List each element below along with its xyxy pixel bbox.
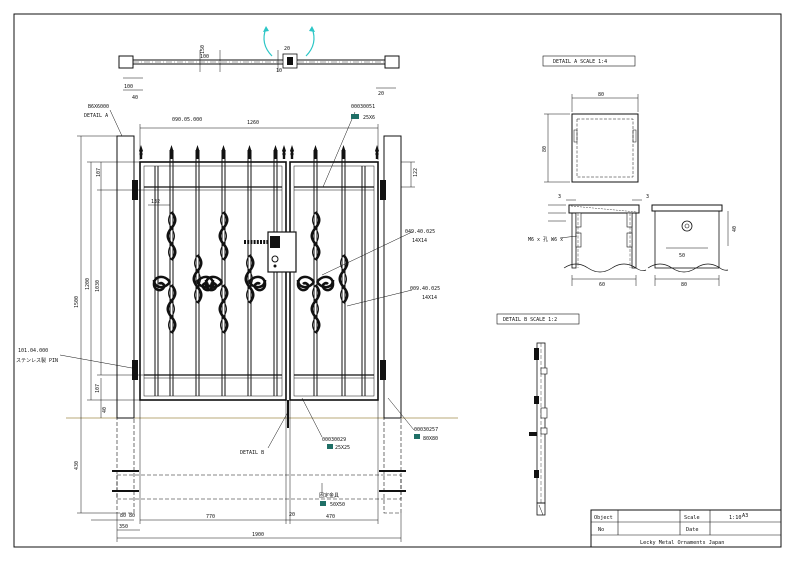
- gate-front-view: B6X6000 DETAIL A 090.05.000 1260 0003005…: [16, 104, 458, 542]
- label-pin: ステンレス製 PIN: [16, 357, 58, 364]
- dim-1030-v: 1030: [95, 280, 101, 292]
- dim-1900: 1900: [252, 532, 264, 538]
- label-part-top-size: 25X6: [363, 115, 375, 121]
- detail-a-title: DETAIL A SCALE 1:4: [553, 59, 607, 65]
- top-dim-40: 40: [132, 95, 138, 101]
- detail-a-dim-50: 50: [679, 253, 685, 259]
- title-scale-value: 1:10: [729, 515, 742, 521]
- hinge: [380, 360, 386, 380]
- detail-a-dim-80-bottom: 80: [681, 282, 687, 288]
- dim-107-top: 107: [96, 168, 102, 177]
- dim-470: 470: [326, 514, 335, 520]
- label-detail-b: DETAIL B: [240, 450, 264, 456]
- part-tag: [351, 114, 359, 119]
- dim-80-80: 80 80: [120, 513, 135, 519]
- dim-rail-width: 1260: [247, 120, 259, 126]
- top-dim-20: 20: [284, 46, 290, 52]
- top-dim-100: 100: [200, 54, 209, 60]
- top-dim-150: 150: [200, 45, 206, 54]
- right-post: [383, 135, 402, 419]
- detail-b-title: DETAIL B SCALE 1:2: [503, 317, 557, 323]
- label-anchor: 固定金具: [319, 492, 339, 499]
- dim-770: 770: [206, 514, 215, 520]
- label-bar-size-a: 14X14: [412, 238, 427, 244]
- part-tag: [414, 434, 420, 439]
- detail-a-dim-80-left: 80: [542, 146, 548, 152]
- detail-a-dim-3-right: 3: [646, 194, 649, 200]
- sheet-border: [13, 13, 782, 548]
- detail-a-dim-80-top: 80: [598, 92, 604, 98]
- detail-b: DETAIL B SCALE 1:2: [496, 313, 580, 516]
- dim-350: 350: [119, 524, 128, 530]
- title-sheet-size: A3: [742, 513, 748, 519]
- title-object-label: Object: [594, 515, 613, 521]
- dim-1500-v: 1500: [74, 296, 80, 308]
- part-tag: [320, 501, 326, 506]
- dim-132: 132: [151, 199, 160, 205]
- detail-a-bolt-label: M6 x 孔 W6 x: [528, 236, 563, 243]
- dim-20: 20: [289, 512, 295, 518]
- top-view: 100 150 20 10 100 40 20: [118, 26, 400, 101]
- top-dim-20-b: 20: [378, 91, 384, 97]
- dim-40: 40: [102, 407, 108, 413]
- label-rail-code: 090.05.000: [172, 117, 202, 123]
- label-part-mid-size: 25X25: [335, 445, 350, 451]
- left-post: [116, 135, 135, 419]
- swing-arrow-right: [305, 27, 315, 57]
- detail-a: DETAIL A SCALE 1:4 80 80 3 3 M6 x: [528, 55, 738, 288]
- label-detail-a: DETAIL A: [84, 113, 108, 119]
- hinge: [380, 180, 386, 200]
- label-part-right: 00030257: [414, 427, 438, 433]
- title-no-label: No: [598, 527, 604, 533]
- detail-a-dim-40: 40: [732, 226, 738, 232]
- label-anchor-size: 50X50: [330, 502, 345, 508]
- part-tag: [327, 444, 333, 449]
- label-part-mid: 00030029: [322, 437, 346, 443]
- hinge: [132, 360, 138, 380]
- title-scale-label: Scale: [684, 515, 700, 521]
- label-pin-code: 101.04.000: [18, 348, 48, 354]
- c-scrolls: [152, 275, 335, 292]
- top-dim-10: 10: [276, 68, 282, 74]
- label-bar-code-a: 049.40.025: [405, 229, 435, 235]
- title-date-label: Date: [686, 527, 699, 533]
- label-bar-size-b: 14X14: [422, 295, 437, 301]
- twisted-bars: [166, 210, 349, 335]
- label-part-left: B6X6000: [88, 104, 109, 110]
- dim-1200-v: 1200: [85, 278, 91, 290]
- detail-a-dim-3-left: 3: [558, 194, 561, 200]
- dim-122: 122: [413, 168, 419, 177]
- picket-spikes: [139, 145, 379, 159]
- label-part-top: 00030051: [351, 104, 375, 110]
- detail-a-dim-60: 60: [599, 282, 605, 288]
- swing-arrow-left: [263, 27, 273, 57]
- label-part-right-size: 80X80: [423, 436, 438, 442]
- top-dim-100-b: 100: [124, 84, 133, 90]
- label-bar-code-b: 009.40.025: [410, 286, 440, 292]
- title-company: Lecky Metal Ornaments Japan: [640, 540, 724, 546]
- dim-430: 430: [74, 461, 80, 470]
- title-block: Object Scale 1:10 A3 No Date Lecky Metal…: [590, 509, 782, 548]
- dim-107-bottom: 107: [95, 384, 101, 393]
